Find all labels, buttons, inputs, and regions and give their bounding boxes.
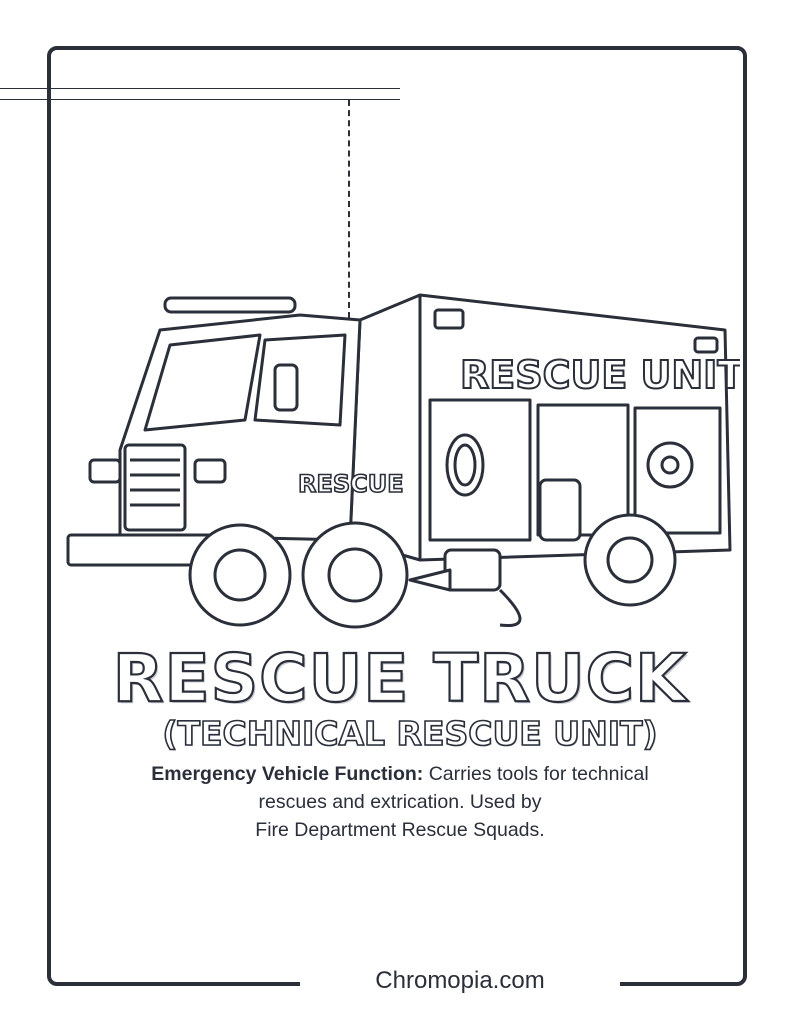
page-subtitle: (TECHNICAL RESCUE UNIT) [162,713,659,754]
truck-side-label: RESCUE [298,470,404,498]
footer-site-link[interactable]: Chromopia.com [375,967,545,994]
description-key: Emergency Vehicle Function: [151,763,424,785]
footer-gap [300,978,620,998]
description-line-3: Fire Department Rescue Squads. [255,819,545,841]
truck-body-label: RESCUE UNIT [460,353,740,397]
cut-guide-line [0,88,400,100]
description-line-1: Emergency Vehicle Function: Carries tool… [100,760,700,788]
description-line-2: rescues and extrication. Used by [258,791,542,813]
description: Emergency Vehicle Function: Carries tool… [100,760,700,844]
dashed-guide-line [348,100,350,520]
rescue-truck-illustration: RESCUE RESCUE UNIT [66,293,740,629]
page-title: RESCUE TRUCK [112,639,688,718]
description-line-1-text: Carries tools for technical [428,763,649,785]
